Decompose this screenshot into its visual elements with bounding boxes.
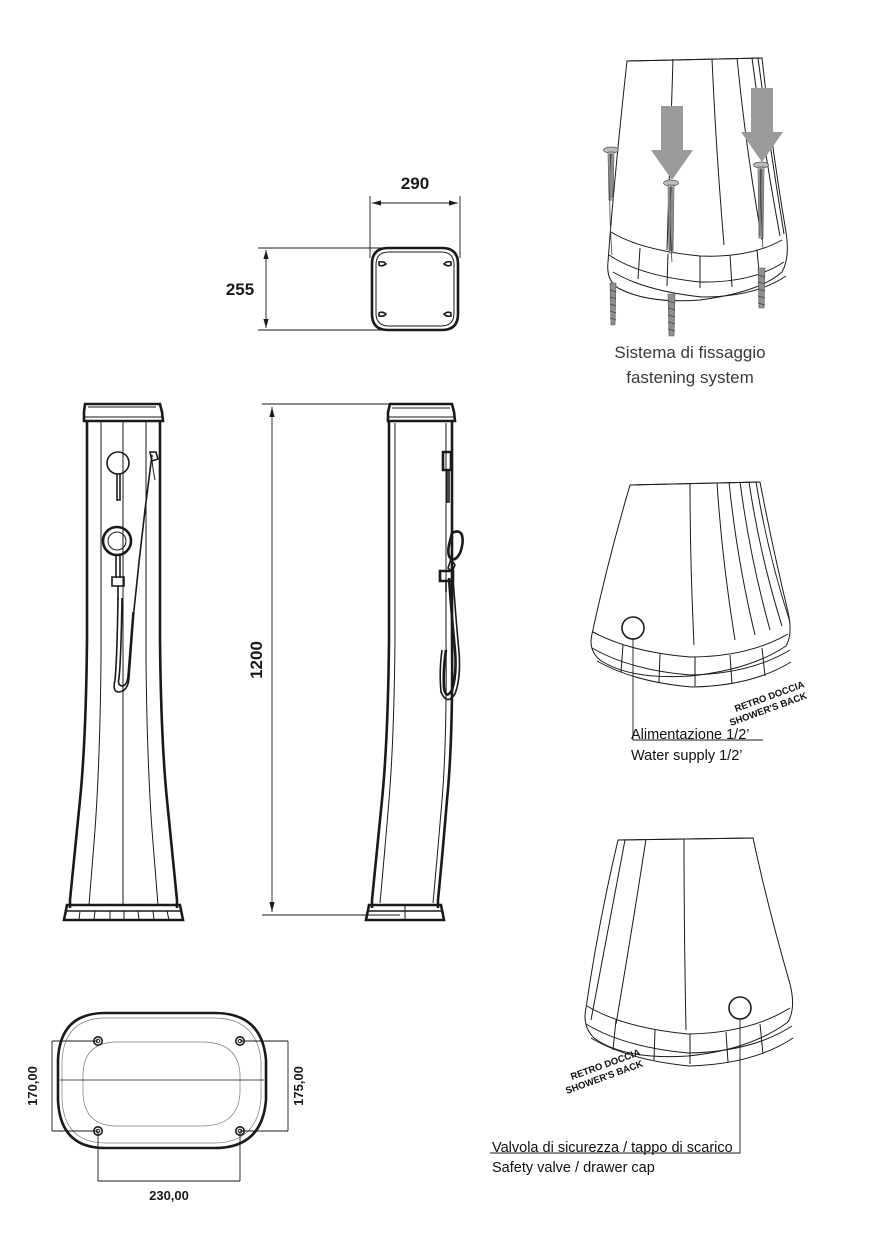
dimension-label-1200: 1200 xyxy=(247,641,266,679)
water-supply-label-en: Water supply 1/2’ xyxy=(631,748,742,764)
water-supply-label-it: Alimentazione 1/2’ xyxy=(631,727,750,743)
water-supply-detail xyxy=(590,481,792,741)
dimension-label-175: 175,00 xyxy=(291,1066,306,1106)
dimension-label-290: 290 xyxy=(401,174,429,193)
wall-plug-center xyxy=(667,293,676,337)
fastening-system-detail xyxy=(603,57,788,337)
wall-plug-left xyxy=(609,282,617,326)
fastening-caption-en: fastening system xyxy=(626,368,754,387)
install-arrow-right xyxy=(741,88,783,162)
front-elevation-view xyxy=(62,402,185,922)
safety-valve-detail xyxy=(490,837,794,1154)
bottom-plan-view: 170,00 175,00 230,00 xyxy=(25,1011,306,1203)
wall-plug-right xyxy=(757,267,766,309)
side-elevation-view xyxy=(364,402,464,922)
safety-valve-label-en: Safety valve / drawer cap xyxy=(492,1160,655,1176)
install-arrow-left xyxy=(651,106,693,180)
screw-right-long xyxy=(753,161,769,239)
dimension-1200: 1200 xyxy=(247,403,400,916)
top-section-view: 290 255 xyxy=(226,174,461,332)
dimension-label-230: 230,00 xyxy=(149,1188,189,1203)
dimension-label-255: 255 xyxy=(226,280,254,299)
fastening-caption-it: Sistema di fissaggio xyxy=(614,343,765,362)
dimension-label-170: 170,00 xyxy=(25,1066,40,1106)
dimension-175 xyxy=(240,1040,289,1132)
dimension-170 xyxy=(51,1040,98,1132)
dimension-230 xyxy=(97,1131,241,1182)
safety-valve-label-it: Valvola di sicurezza / tappo di scarico xyxy=(492,1140,733,1156)
